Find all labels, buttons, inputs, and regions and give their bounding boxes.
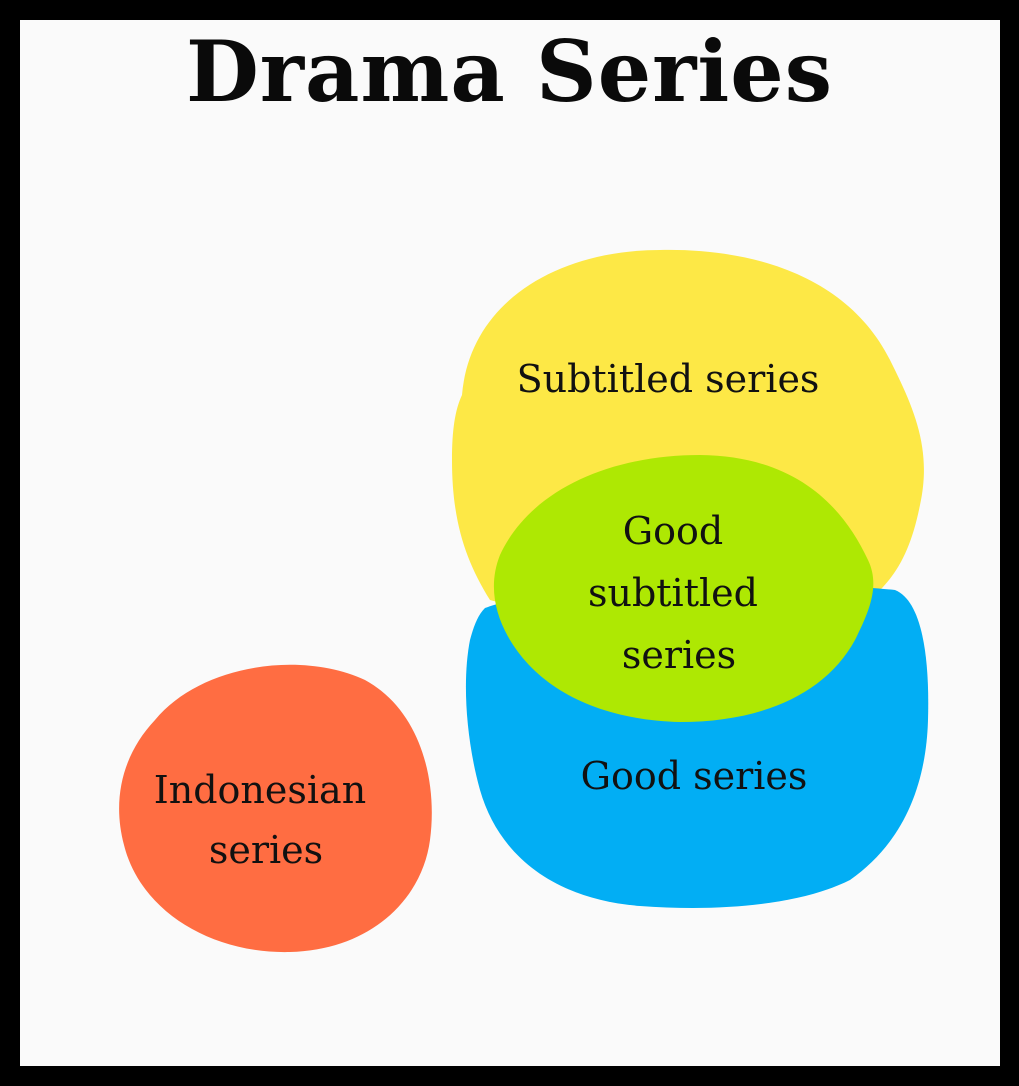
good-subtitled-series-blob — [493, 455, 874, 722]
page-title: Drama Series — [185, 22, 834, 121]
indonesian-series-label: Indonesian series — [154, 768, 379, 872]
indonesian-series-blob — [119, 664, 432, 953]
subtitled-series-label: Subtitled series — [517, 357, 820, 401]
good-subtitled-series-label: Good subtitled series — [588, 509, 770, 677]
good-series-label: Good series — [581, 754, 808, 798]
